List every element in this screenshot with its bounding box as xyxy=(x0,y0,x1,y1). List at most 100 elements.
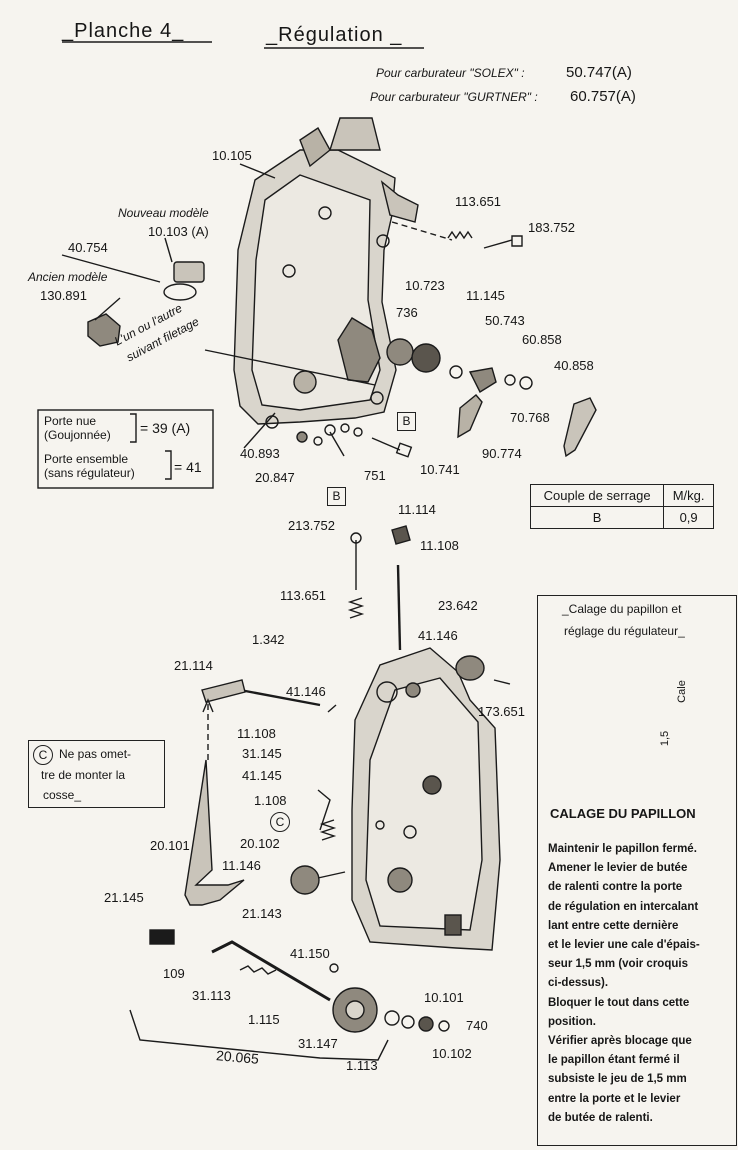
panel-title-line2: réglage du régulateur_ xyxy=(564,624,685,638)
header-underlines xyxy=(62,41,424,49)
label-10741: 10.741 xyxy=(420,462,460,477)
label-ancien-modele: Ancien modèle xyxy=(28,270,108,284)
label-10102: 10.102 xyxy=(432,1046,472,1061)
label-41145: 41.145 xyxy=(242,768,282,783)
regulation-heading: _Régulation _ xyxy=(266,24,403,46)
calage-line: entre la porte et le levier xyxy=(548,1092,681,1105)
porte-box-brackets xyxy=(37,409,214,489)
note-box: C Ne pas omet- tre de monter la cosse_ xyxy=(28,740,165,808)
label-60858: 60.858 xyxy=(522,332,562,347)
calage-line: seur 1,5 mm (voir croquis xyxy=(548,958,688,971)
label-20101: 20.101 xyxy=(150,838,190,853)
label-31145: 31.145 xyxy=(242,746,282,761)
sketch-dim-label: 1,5 xyxy=(659,730,672,747)
panel-title-line1: _Calage du papillon et xyxy=(562,602,682,616)
calage-heading: CALAGE DU PAPILLON xyxy=(550,806,696,821)
calage-line: Amener le levier de butée xyxy=(548,862,688,875)
label-41146-a: 41.146 xyxy=(418,628,458,643)
label-11145: 11.145 xyxy=(466,288,505,303)
label-10105: 10.105 xyxy=(212,148,252,163)
label-1342: 1.342 xyxy=(252,632,285,647)
label-10101: 10.101 xyxy=(424,990,464,1005)
label-10723: 10.723 xyxy=(405,278,445,293)
label-90774: 90.774 xyxy=(482,446,522,461)
calage-line: et le levier une cale d'épais- xyxy=(548,939,700,952)
calage-line: lant entre cette dernière xyxy=(548,919,679,932)
label-130891: 130.891 xyxy=(40,288,87,303)
calage-line: Bloquer le tout dans cette xyxy=(548,996,690,1009)
calage-line: ci-dessus). xyxy=(548,977,609,990)
label-21114: 21.114 xyxy=(174,658,213,673)
note-line1: Ne pas omet- xyxy=(59,747,132,761)
marker-b-bottom: B xyxy=(327,487,346,506)
label-11114: 11.114 xyxy=(398,502,436,517)
top-housing-drawing xyxy=(61,117,597,458)
label-113651: 113.651 xyxy=(455,194,502,209)
solex-prefix: Pour carburateur "SOLEX" : xyxy=(376,66,525,80)
label-109: 109 xyxy=(163,966,185,981)
calage-line: de ralenti contre la porte xyxy=(548,881,683,894)
marker-b-top: B xyxy=(397,412,416,431)
label-21145: 21.145 xyxy=(104,890,144,905)
label-23642: 23.642 xyxy=(438,598,478,613)
solex-ref: 50.747(A) xyxy=(566,64,632,81)
calage-line: Vérifier après blocage que xyxy=(548,1035,692,1048)
label-11108-a: 11.108 xyxy=(420,538,459,553)
label-740: 740 xyxy=(466,1018,488,1033)
label-41150: 41.150 xyxy=(290,946,330,961)
label-50743: 50.743 xyxy=(485,313,525,328)
label-1115: 1.115 xyxy=(248,1012,280,1027)
calage-line: de butée de ralenti. xyxy=(548,1111,653,1124)
label-751: 751 xyxy=(364,468,386,483)
torque-row-value: 0,9 xyxy=(663,506,714,529)
calage-line: le papillon étant fermé il xyxy=(548,1054,680,1067)
calage-line: Maintenir le papillon fermé. xyxy=(548,843,697,855)
label-40858: 40.858 xyxy=(554,358,594,373)
label-31147: 31.147 xyxy=(298,1036,338,1051)
torque-row-key: B xyxy=(529,506,665,529)
calage-instructions: Maintenir le papillon fermé. Amener le l… xyxy=(548,840,700,1128)
label-113651-b: 113.651 xyxy=(280,588,327,603)
label-41146-b: 41.146 xyxy=(286,684,326,699)
label-31113: 31.113 xyxy=(192,988,231,1003)
torque-header-label: Couple de serrage xyxy=(529,484,665,507)
label-20847: 20.847 xyxy=(255,470,295,485)
label-nouveau-modele: Nouveau modèle xyxy=(118,206,209,220)
label-20102: 20.102 xyxy=(240,836,280,851)
label-10103a: 10.103 (A) xyxy=(148,224,209,239)
porte-ensemble-line1: Porte ensemble xyxy=(44,452,129,466)
label-40893: 40.893 xyxy=(240,446,280,461)
sketch-cale-label: Cale xyxy=(675,680,688,703)
label-70768: 70.768 xyxy=(510,410,550,425)
calage-line: position. xyxy=(548,1015,596,1028)
torque-header-unit: M/kg. xyxy=(663,484,714,507)
gurtner-prefix: Pour carburateur "GURTNER" : xyxy=(370,90,538,104)
calage-line: subsiste le jeu de 1,5 mm xyxy=(548,1073,687,1086)
marker-c-diagram: C xyxy=(270,812,290,832)
label-213752: 213.752 xyxy=(288,518,335,533)
label-21143: 21.143 xyxy=(242,906,282,921)
note-line2: tre de monter la xyxy=(41,768,126,782)
label-11146: 11.146 xyxy=(222,858,261,873)
label-173651: 173.651 xyxy=(478,704,525,719)
label-736: 736 xyxy=(396,305,418,320)
note-marker-c: C xyxy=(33,745,53,765)
porte-nue-value: = 39 (A) xyxy=(140,420,191,436)
label-40754: 40.754 xyxy=(68,240,108,255)
bottom-housing-drawing xyxy=(129,525,511,1061)
porte-ensemble-value: = 41 xyxy=(174,459,202,475)
calage-panel: _Calage du papillon et réglage du régula… xyxy=(537,595,737,1146)
porte-nue-line2: (Goujonnée) xyxy=(44,428,111,442)
label-1108: 1.108 xyxy=(254,793,287,808)
calage-line: de régulation en intercalant xyxy=(548,900,699,913)
planche-heading: _Planche 4_ xyxy=(62,20,185,42)
torque-table: Couple de serrage M/kg. B 0,9 xyxy=(529,484,714,529)
note-line3: cosse_ xyxy=(43,788,82,802)
label-183752: 183.752 xyxy=(528,220,575,235)
porte-nue-line1: Porte nue xyxy=(44,414,97,428)
gurtner-ref: 60.757(A) xyxy=(570,88,636,105)
label-1113: 1.113 xyxy=(346,1058,378,1073)
label-11108-b: 11.108 xyxy=(237,726,276,741)
porte-ensemble-line2: (sans régulateur) xyxy=(44,466,135,480)
